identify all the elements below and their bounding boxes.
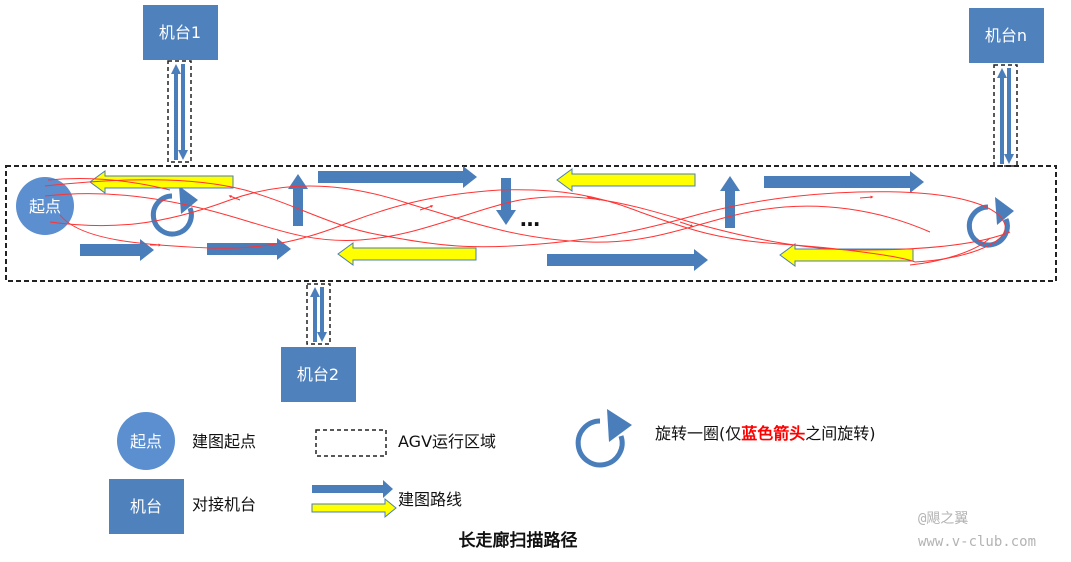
machine-n-dock-path	[993, 64, 1018, 167]
route-arrow-yellow	[556, 168, 696, 192]
watermark: @飓之翼 www.v-club.com	[918, 511, 1036, 550]
route-arrow-blue	[547, 249, 708, 271]
legend-machine-desc: 对接机台	[192, 495, 256, 514]
legend-rotate: 旋转一圈(仅蓝色箭头之间旋转)	[575, 409, 876, 468]
machine-n-box: 机台n	[969, 8, 1044, 63]
ellipsis: …	[520, 207, 540, 231]
legend-machine: 机台 对接机台	[109, 479, 256, 534]
legend-rotate-suffix: 之间旋转)	[805, 424, 875, 443]
route-arrow-yellow	[779, 243, 914, 267]
agv-area-border	[5, 165, 1057, 282]
route-arrow-yellow	[337, 242, 477, 266]
legend-route: 建图路线	[311, 480, 462, 519]
legend-rotate-highlight: 蓝色箭头	[741, 424, 805, 443]
rotate-icon	[575, 409, 632, 468]
machine-2-dock-path	[306, 283, 331, 345]
rotate-icon	[150, 186, 198, 237]
rotate-icon	[966, 197, 1014, 248]
route-arrow-blue	[80, 239, 154, 261]
legend-machine-box-label: 机台	[130, 497, 162, 516]
legend-start-circle-label: 起点	[130, 432, 162, 451]
watermark-line1: @飓之翼	[918, 511, 968, 527]
route-arrow-blue	[207, 238, 291, 260]
legend-rotate-prefix: 旋转一圈(仅	[655, 424, 741, 443]
watermark-line2: www.v-club.com	[918, 534, 1036, 550]
legend-start: 起点 建图起点	[117, 412, 256, 470]
route-arrow-blue	[764, 171, 924, 193]
svg-text:旋转一圈(仅蓝色箭头之间旋转): 旋转一圈(仅蓝色箭头之间旋转)	[655, 424, 876, 443]
legend-area-desc: AGV运行区域	[398, 432, 496, 451]
legend-route-desc: 建图路线	[398, 490, 462, 509]
route-arrow-blue-up	[720, 176, 740, 228]
machine-2-box: 机台2	[281, 347, 356, 402]
route-arrow-blue-up	[288, 174, 308, 226]
machine-1-label: 机台1	[159, 23, 201, 42]
legend-start-desc: 建图起点	[192, 432, 256, 451]
start-point: 起点	[16, 177, 74, 235]
route-arrow-blue	[318, 166, 477, 188]
machine-2-label: 机台2	[297, 365, 339, 384]
scan-path	[44, 177, 1011, 266]
route-arrow-yellow	[89, 170, 234, 194]
machine-n-label: 机台n	[985, 26, 1027, 45]
legend-area: AGV运行区域	[315, 429, 496, 457]
machine-1-dock-path	[167, 60, 192, 163]
diagram-title: 长走廊扫描路径	[459, 530, 578, 551]
start-point-label: 起点	[29, 197, 61, 216]
machine-1-box: 机台1	[143, 5, 218, 60]
